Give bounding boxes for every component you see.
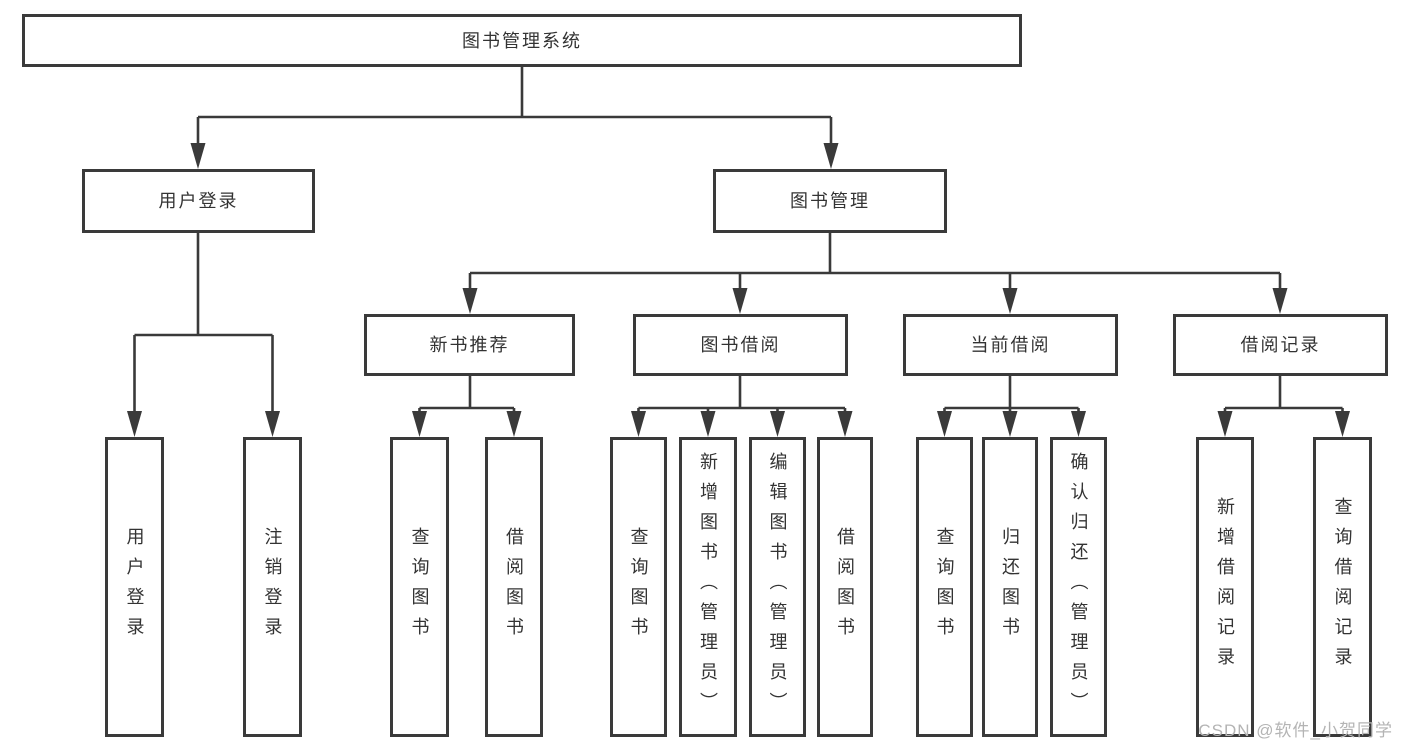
leaf-current-return-books: 归还图书 <box>982 437 1038 737</box>
node-new-book-recommend-label: 新书推荐 <box>429 335 510 355</box>
node-book-borrow: 图书借阅 <box>633 314 848 376</box>
leaf-current-query-books: 查询图书 <box>916 437 973 737</box>
leaf-rec-borrow-books-label: 借阅图书 <box>504 527 524 647</box>
node-book-management-label: 图书管理 <box>790 191 870 211</box>
connector-user-login-to-leaves <box>133 233 274 417</box>
node-current-borrow-label: 当前借阅 <box>970 335 1051 355</box>
connector-book-borrow-to-leaves <box>637 376 847 417</box>
csdn-watermark: CSDN @软件_小贺同学 <box>1198 721 1393 740</box>
leaf-borrow-query-books-label: 查询图书 <box>628 527 649 647</box>
node-new-book-recommend: 新书推荐 <box>364 314 575 376</box>
leaf-rec-borrow-books: 借阅图书 <box>485 437 543 737</box>
leaf-user-login-label: 用户登录 <box>124 527 145 647</box>
leaf-borrow-add-books: 新增图书（管理员） <box>679 437 737 737</box>
arrowheads <box>127 143 1350 437</box>
leaf-records-query-record: 查询借阅记录 <box>1313 437 1372 737</box>
node-book-management: 图书管理 <box>713 169 947 233</box>
leaf-borrow-edit-books-label: 编辑图书（管理员） <box>767 452 788 722</box>
connector-current-borrow-to-leaves <box>943 376 1080 417</box>
node-root: 图书管理系统 <box>22 14 1022 67</box>
leaf-borrow-edit-books: 编辑图书（管理员） <box>749 437 806 737</box>
leaf-current-query-books-label: 查询图书 <box>934 527 955 647</box>
leaf-rec-query-books-label: 查询图书 <box>409 527 430 647</box>
node-borrow-records-label: 借阅记录 <box>1240 335 1321 355</box>
leaf-borrow-add-books-label: 新增图书（管理员） <box>698 452 718 722</box>
node-current-borrow: 当前借阅 <box>903 314 1118 376</box>
leaf-rec-query-books: 查询图书 <box>390 437 449 737</box>
node-root-label: 图书管理系统 <box>462 30 582 51</box>
leaf-current-return-books-label: 归还图书 <box>1000 527 1020 647</box>
node-user-login: 用户登录 <box>82 169 315 233</box>
node-user-login-label: 用户登录 <box>158 191 239 211</box>
connector-new-book-rec-to-leaves <box>418 376 516 417</box>
leaf-borrow-borrow-books-label: 借阅图书 <box>835 527 855 647</box>
leaf-logout: 注销登录 <box>243 437 302 737</box>
leaf-records-add-record-label: 新增借阅记录 <box>1215 497 1235 677</box>
leaf-logout-label: 注销登录 <box>262 527 283 647</box>
connector-borrow-records-to-leaves <box>1223 376 1344 417</box>
leaf-current-confirm-return: 确认归还（管理员） <box>1050 437 1107 737</box>
connector-book-mgmt-to-level3 <box>468 233 1282 294</box>
connector-root-to-level2 <box>196 67 833 149</box>
leaf-records-query-record-label: 查询借阅记录 <box>1332 497 1353 677</box>
leaf-borrow-borrow-books: 借阅图书 <box>817 437 873 737</box>
node-borrow-records: 借阅记录 <box>1173 314 1388 376</box>
node-book-borrow-label: 图书借阅 <box>700 335 781 355</box>
leaf-borrow-query-books: 查询图书 <box>610 437 667 737</box>
leaf-user-login: 用户登录 <box>105 437 164 737</box>
leaf-records-add-record: 新增借阅记录 <box>1196 437 1254 737</box>
leaf-current-confirm-return-label: 确认归还（管理员） <box>1068 452 1089 722</box>
